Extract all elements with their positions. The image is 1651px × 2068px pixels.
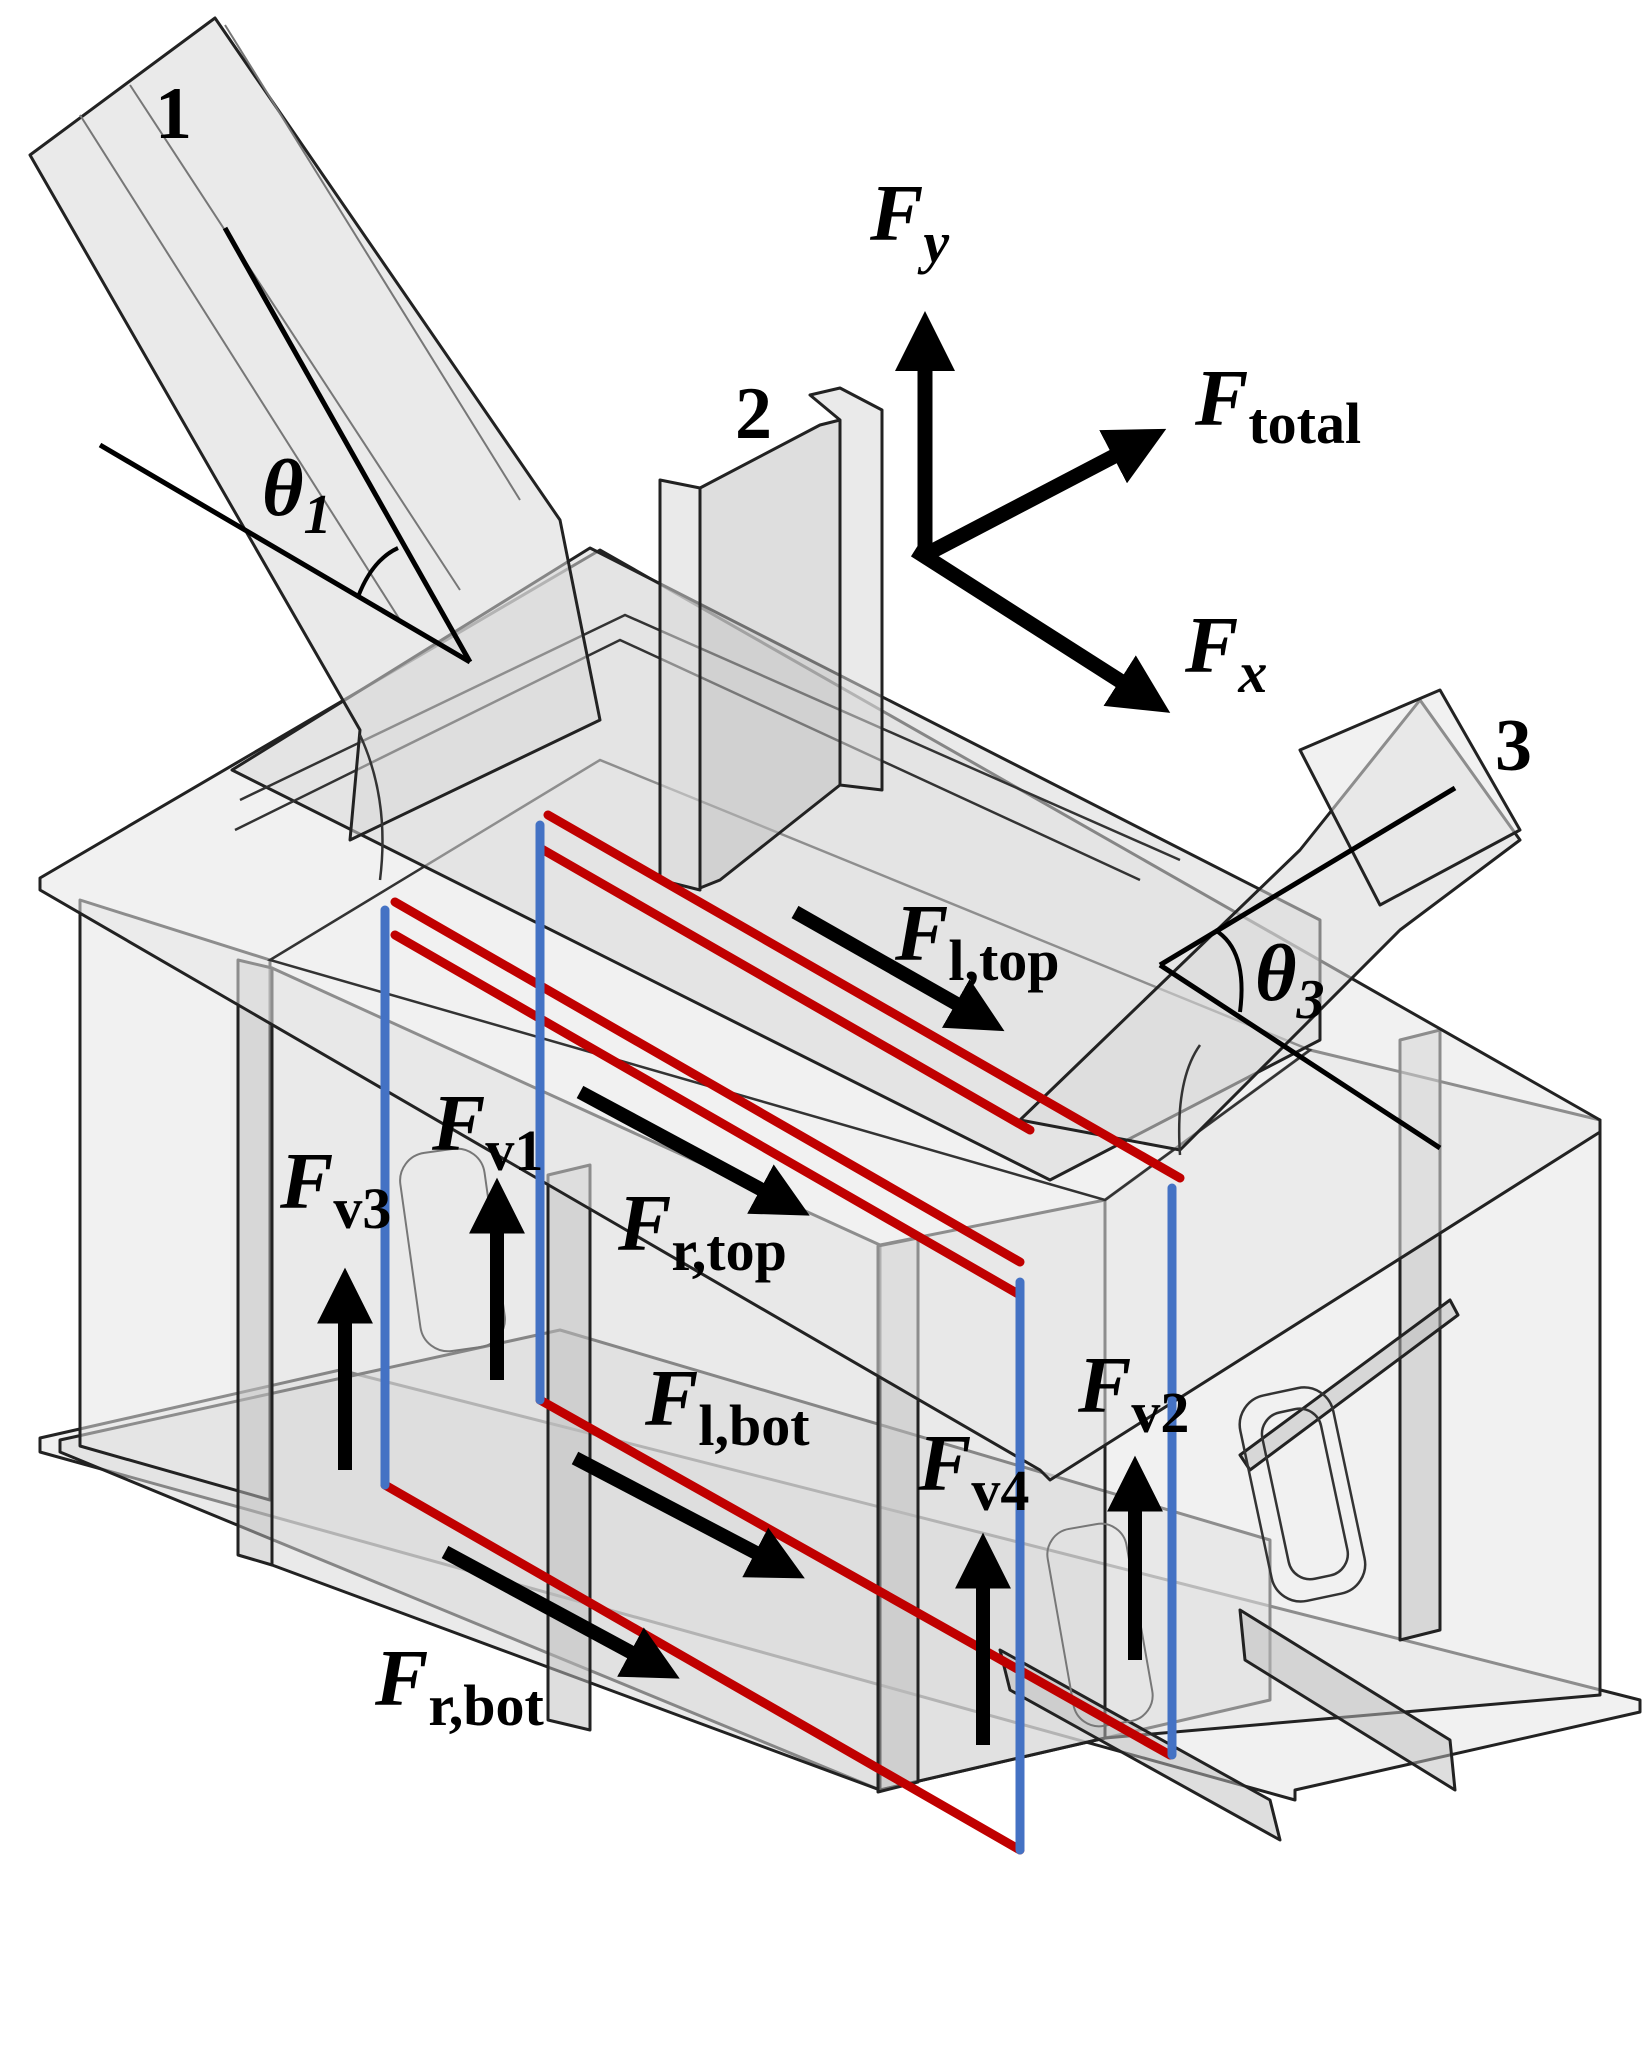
red-line-top-back-2 [535, 843, 1035, 1135]
theta3-arc [1213, 928, 1244, 1013]
label-theta3: θ3 [1255, 930, 1325, 1031]
arrow-fl-top [791, 905, 1005, 1032]
label-fv2-sub: v2 [1131, 1380, 1189, 1445]
label-fr-bot-main: F [374, 1635, 428, 1723]
label-ftotal: Ftotal [1194, 355, 1361, 456]
label-fv3-main: F [279, 1138, 333, 1226]
branch-1-line-a [79, 114, 401, 621]
label-theta3-sub: 3 [1296, 969, 1325, 1031]
theta1-ref-line [98, 442, 472, 665]
arrow-fr-top [576, 1085, 810, 1216]
arrow-fl-bot [571, 1451, 805, 1579]
label-fr-top-sub: r,top [671, 1218, 787, 1283]
branch-3-end [1298, 688, 1522, 907]
red-line-top-front-2 [390, 930, 1025, 1300]
label-fy-sub: y [917, 210, 949, 275]
label-fl-bot-main: F [644, 1355, 698, 1443]
branch-1-line-c [224, 24, 521, 501]
label-fl-top-main: F [894, 890, 948, 978]
label-fv3: Fv3 [279, 1138, 391, 1241]
branch-1-line-b [129, 84, 461, 591]
red-line-bottom-front [380, 1480, 1025, 1855]
branch-2-flange [658, 478, 702, 892]
branch-label-1: 1 [155, 73, 192, 155]
label-fr-bot-sub: r,bot [428, 1673, 544, 1738]
label-fv1-sub: v1 [485, 1118, 543, 1183]
label-fx-main: F [1184, 602, 1238, 690]
arrow-fr-bot [441, 1545, 680, 1679]
branch-1-pipe [28, 16, 602, 842]
label-fv3-sub: v3 [333, 1176, 391, 1241]
label-theta1: θ1 [262, 445, 332, 546]
red-line-top-back [543, 810, 1185, 1183]
theta3-ref-line [1158, 962, 1442, 1151]
label-ftotal-main: F [1194, 355, 1248, 443]
label-fv4-sub: v4 [971, 1458, 1029, 1523]
axis-fx-arrow [910, 543, 1171, 713]
label-fv2: Fv2 [1077, 1342, 1189, 1445]
theta1-arc [356, 546, 399, 598]
branch-2-top [808, 386, 884, 792]
force-arrows [317, 905, 1163, 1745]
label-fr-top: Fr,top [617, 1180, 787, 1283]
left-inner-web [236, 958, 274, 1567]
manhole-outer [1238, 1386, 1367, 1603]
label-theta1-sub: 1 [304, 484, 332, 546]
label-fl-top: Fl,top [894, 890, 1060, 993]
branch-label-3: 3 [1495, 705, 1532, 787]
angle-theta1 [98, 226, 473, 665]
branch-1-fillet [358, 734, 384, 881]
middle-web [546, 1163, 592, 1732]
label-fv1-main: F [431, 1080, 485, 1168]
label-theta1-main: θ [262, 445, 304, 533]
bottom-stiffener [1238, 1608, 1457, 1792]
theta3-pipe-line [1158, 785, 1457, 968]
label-fv4: Fv4 [917, 1420, 1029, 1523]
axis-ftotal-arrow [921, 428, 1167, 562]
manhole-inner [1260, 1407, 1350, 1581]
label-fl-bot-sub: l,bot [698, 1393, 810, 1458]
theta1-pipe-line [222, 226, 473, 664]
label-fy-main: F [869, 170, 923, 258]
labels: 1 2 3 Fy Ftotal Fx θ1 θ3 Fl,top Fr,top F… [155, 73, 1532, 1738]
label-fx: Fx [1184, 602, 1267, 705]
label-fl-bot: Fl,bot [644, 1355, 810, 1458]
label-fl-top-sub: l,top [948, 928, 1059, 993]
label-fy: Fy [869, 170, 949, 275]
red-line-bottom-back [535, 1395, 1175, 1760]
label-ftotal-sub: total [1248, 391, 1361, 456]
branch-label-2: 2 [735, 373, 772, 455]
label-fr-bot: Fr,bot [374, 1635, 545, 1738]
branch-3-fillet [1177, 1044, 1202, 1156]
label-fr-top-main: F [617, 1180, 671, 1268]
label-fv1: Fv1 [431, 1080, 543, 1183]
structure [28, 16, 1642, 1842]
label-fv4-main: F [917, 1420, 971, 1508]
angle-theta3 [1158, 785, 1457, 1151]
label-theta3-main: θ [1255, 930, 1297, 1018]
axes-triad [895, 311, 1171, 713]
label-fv2-main: F [1077, 1342, 1131, 1430]
label-fx-sub: x [1237, 640, 1267, 705]
red-line-top-front [390, 897, 1025, 1267]
force-lines [380, 810, 1185, 1855]
